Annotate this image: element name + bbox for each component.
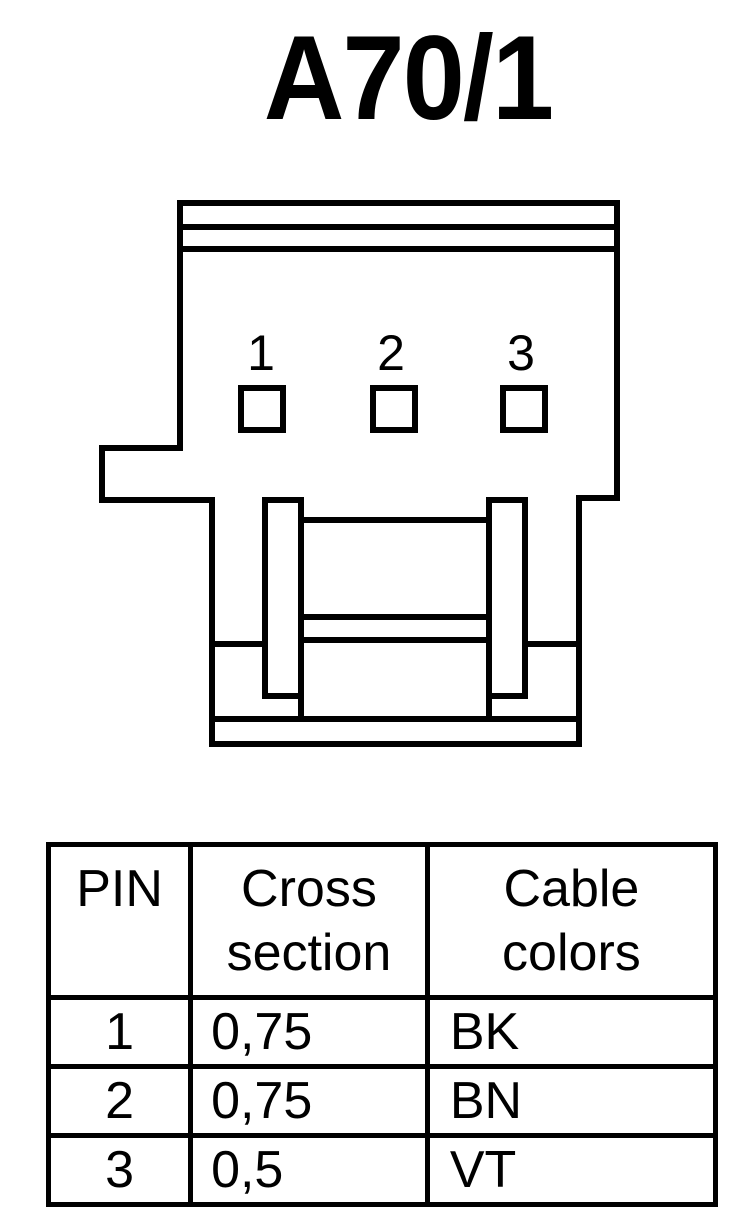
pin-slot-3 [500, 385, 548, 433]
cable-color-value: VT [424, 1133, 719, 1207]
pin-label-2: 2 [377, 325, 405, 381]
pin-slot-2 [370, 385, 418, 433]
pin-number: 3 [45, 1133, 194, 1207]
table-header-row: PIN Cross section Cable colors [45, 842, 719, 1000]
table-row: 2 0,75 BN [45, 1064, 719, 1138]
cable-color-value: BK [424, 995, 719, 1069]
cable-color-value: BN [424, 1064, 719, 1138]
connector-housing-outline [99, 200, 620, 747]
pin-label-1: 1 [247, 325, 275, 381]
pin-assignment-table: PIN Cross section Cable colors 1 0,75 BK… [45, 842, 719, 1207]
pin-number: 1 [45, 995, 194, 1069]
cross-section-value: 0,75 [188, 1064, 430, 1138]
cross-section-value: 0,5 [188, 1133, 430, 1207]
pin-label-3: 3 [507, 325, 535, 381]
cross-section-value: 0,75 [188, 995, 430, 1069]
latch-post-right [486, 497, 528, 699]
header-cross-section: Cross section [188, 842, 430, 1000]
table-row: 1 0,75 BK [45, 995, 719, 1069]
latch-post-left [262, 497, 304, 699]
table-row: 3 0,5 VT [45, 1133, 719, 1207]
connector-diagram: 1 2 3 [99, 200, 620, 747]
connector-title: A70/1 [263, 11, 554, 145]
pin-slot-1 [238, 385, 286, 433]
header-pin: PIN [45, 842, 194, 1000]
header-cable-colors: Cable colors [424, 842, 719, 1000]
pin-number: 2 [45, 1064, 194, 1138]
